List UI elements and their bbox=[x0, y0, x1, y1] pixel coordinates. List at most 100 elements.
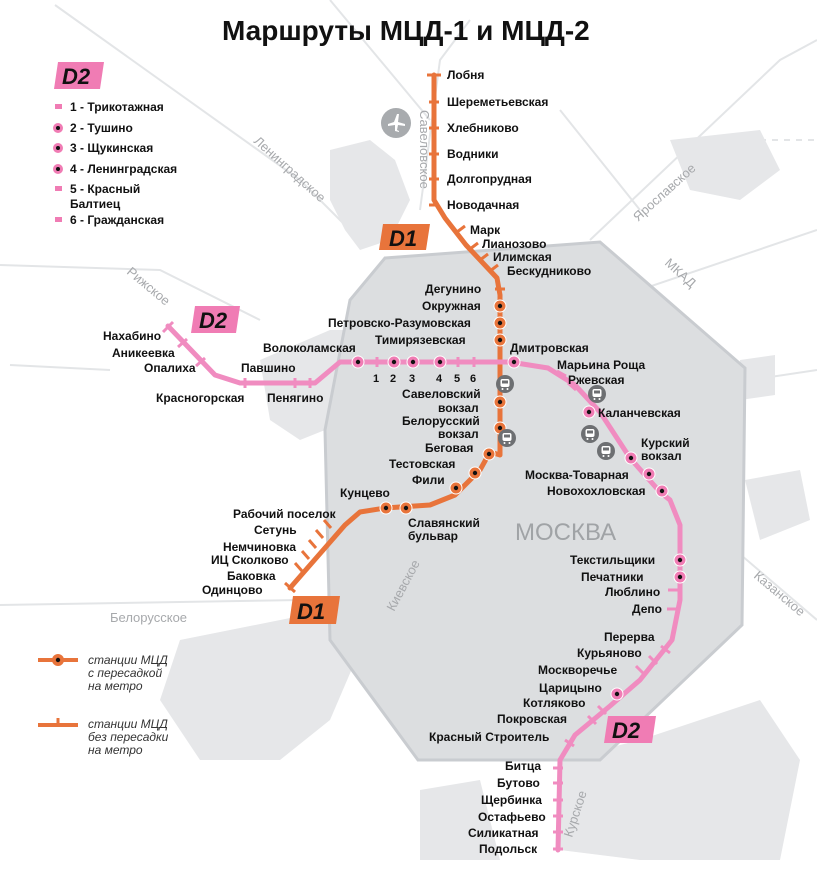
station-label: Беговая bbox=[425, 441, 473, 455]
tick-moskvorechye bbox=[634, 664, 646, 676]
legend-no-transfer-line2: без пересадки bbox=[88, 730, 169, 744]
legend-item-5: 5 - Красный bbox=[70, 182, 140, 196]
train-icons bbox=[496, 375, 615, 460]
station-label: Нахабино bbox=[103, 329, 161, 343]
station-label: Покровская bbox=[497, 712, 567, 726]
tick-krasny-stroitel bbox=[564, 738, 575, 748]
badge-d1-north: D1 bbox=[379, 224, 430, 251]
station-label: Савеловский bbox=[402, 387, 481, 401]
station-label: Текстильщики bbox=[570, 553, 655, 567]
station-label: Марк bbox=[470, 223, 501, 237]
tick-mark bbox=[456, 224, 466, 234]
svg-text:D1: D1 bbox=[389, 226, 417, 251]
legend-d2-stops: 1 - Трикотажная 2 - Тушино 3 - Щукинская… bbox=[53, 100, 177, 227]
direction-belorusskoe: Белорусское bbox=[110, 610, 187, 625]
station-label: бульвар bbox=[408, 529, 458, 543]
station-label: Белорусский bbox=[402, 414, 480, 428]
legend-marker-1 bbox=[55, 104, 62, 109]
direction-savelovskoe: Савеловское bbox=[417, 110, 432, 189]
legend-no-transfer-line1: станции МЦД bbox=[88, 717, 168, 731]
station-label: Хлебниково bbox=[447, 121, 519, 135]
station-label: Павшино bbox=[241, 361, 296, 375]
legend-transfer-line2: с пересадкой bbox=[88, 666, 162, 680]
station-label: Сетунь bbox=[254, 523, 297, 537]
train-icon bbox=[588, 385, 606, 403]
station-label: Бутово bbox=[497, 776, 540, 790]
tick-setun bbox=[314, 529, 325, 539]
station-label: Силикатная bbox=[468, 826, 539, 840]
legend-item-3: 3 - Щукинская bbox=[70, 141, 153, 155]
tick-its-skolkovo bbox=[300, 550, 311, 560]
tick-kuryanovo bbox=[647, 654, 659, 666]
tick-anikeevka bbox=[177, 337, 188, 349]
station-label: Каланчевская bbox=[598, 406, 681, 420]
station-label: Остафьево bbox=[478, 810, 546, 824]
station-label: Долгопрудная bbox=[447, 172, 532, 186]
d2-line bbox=[161, 320, 687, 853]
legend-item-5b: Балтиец bbox=[70, 197, 121, 211]
station-label: Бескудниково bbox=[507, 264, 591, 278]
station-label: Одинцово bbox=[202, 583, 263, 597]
tick-rabochiy-poselok bbox=[322, 519, 333, 529]
station-label: ИЦ Сколково bbox=[211, 553, 289, 567]
legend-marker-6 bbox=[55, 217, 62, 222]
station-label: Новодачная bbox=[447, 198, 519, 212]
tick-pererva bbox=[660, 644, 671, 655]
station-label: Лобня bbox=[447, 68, 484, 82]
stop-number-2: 2 bbox=[390, 373, 396, 385]
station-label: Баковка bbox=[227, 569, 276, 583]
stop-number-5: 5 bbox=[454, 373, 460, 385]
d2-station-labels: Нахабино Аникеевка Опалиха Красногорская… bbox=[103, 329, 690, 856]
svg-text:D2: D2 bbox=[62, 64, 91, 89]
tick-pokrovskaya bbox=[586, 714, 598, 726]
station-label: Новохохловская bbox=[547, 484, 646, 498]
tick-maryina-roshcha bbox=[556, 369, 567, 378]
station-label: Щербинка bbox=[481, 793, 542, 807]
station-label: вокзал bbox=[438, 401, 479, 415]
svg-text:D1: D1 bbox=[297, 599, 325, 624]
stop-number-1: 1 bbox=[373, 373, 379, 385]
tick-bakovka bbox=[293, 562, 304, 572]
legend-no-transfer-line3: на метро bbox=[88, 743, 143, 757]
station-label: Котляково bbox=[523, 696, 585, 710]
station-label: Фили bbox=[412, 473, 445, 487]
direction-mkad: МКАД bbox=[662, 255, 699, 291]
station-label: Тестовская bbox=[389, 457, 455, 471]
city-area bbox=[160, 130, 810, 860]
station-label: Илимская bbox=[493, 250, 552, 264]
legend-marker-5 bbox=[55, 186, 62, 191]
station-label: Дмитровская bbox=[510, 341, 589, 355]
station-label: Депо bbox=[632, 602, 662, 616]
page-title: Маршруты МЦД-1 и МЦД-2 bbox=[222, 15, 590, 46]
tick-beskudnikovo bbox=[489, 263, 499, 273]
airplane-icon bbox=[381, 108, 411, 138]
station-label: Кунцево bbox=[340, 486, 390, 500]
station-label: Москворечье bbox=[538, 663, 617, 677]
station-label: Дегунино bbox=[425, 282, 481, 296]
station-label: Опалиха bbox=[144, 361, 196, 375]
station-label: вокзал bbox=[641, 449, 682, 463]
city-label: МОСКВА bbox=[515, 519, 616, 546]
train-icon bbox=[496, 375, 514, 393]
legend-item-6: 6 - Гражданская bbox=[70, 213, 164, 227]
direction-kazanskoe: Казанское bbox=[751, 568, 808, 619]
station-label: Люблино bbox=[605, 585, 660, 599]
station-label: Рабочий поселок bbox=[233, 507, 337, 521]
tick-odintsovo bbox=[283, 581, 297, 594]
station-label: Пенягино bbox=[267, 391, 324, 405]
svg-text:D2: D2 bbox=[612, 718, 641, 743]
station-label: Лианозово bbox=[482, 237, 546, 251]
tick-rzhevskaya bbox=[567, 381, 577, 392]
badge-d1-south: D1 bbox=[289, 596, 340, 624]
tick-opalikha bbox=[195, 356, 206, 368]
station-label: Москва-Товарная bbox=[525, 468, 629, 482]
legend-item-4: 4 - Ленинградская bbox=[70, 162, 177, 176]
station-label: Тимирязевская bbox=[375, 333, 466, 347]
station-label: Подольск bbox=[479, 842, 538, 856]
station-label: Шереметьевская bbox=[447, 95, 548, 109]
d1-station-labels: Лобня Шереметьевская Хлебниково Водники … bbox=[202, 68, 591, 597]
station-label: Красный Строитель bbox=[429, 730, 549, 744]
svg-text:D2: D2 bbox=[199, 308, 228, 333]
station-label: Волоколамская bbox=[263, 341, 356, 355]
